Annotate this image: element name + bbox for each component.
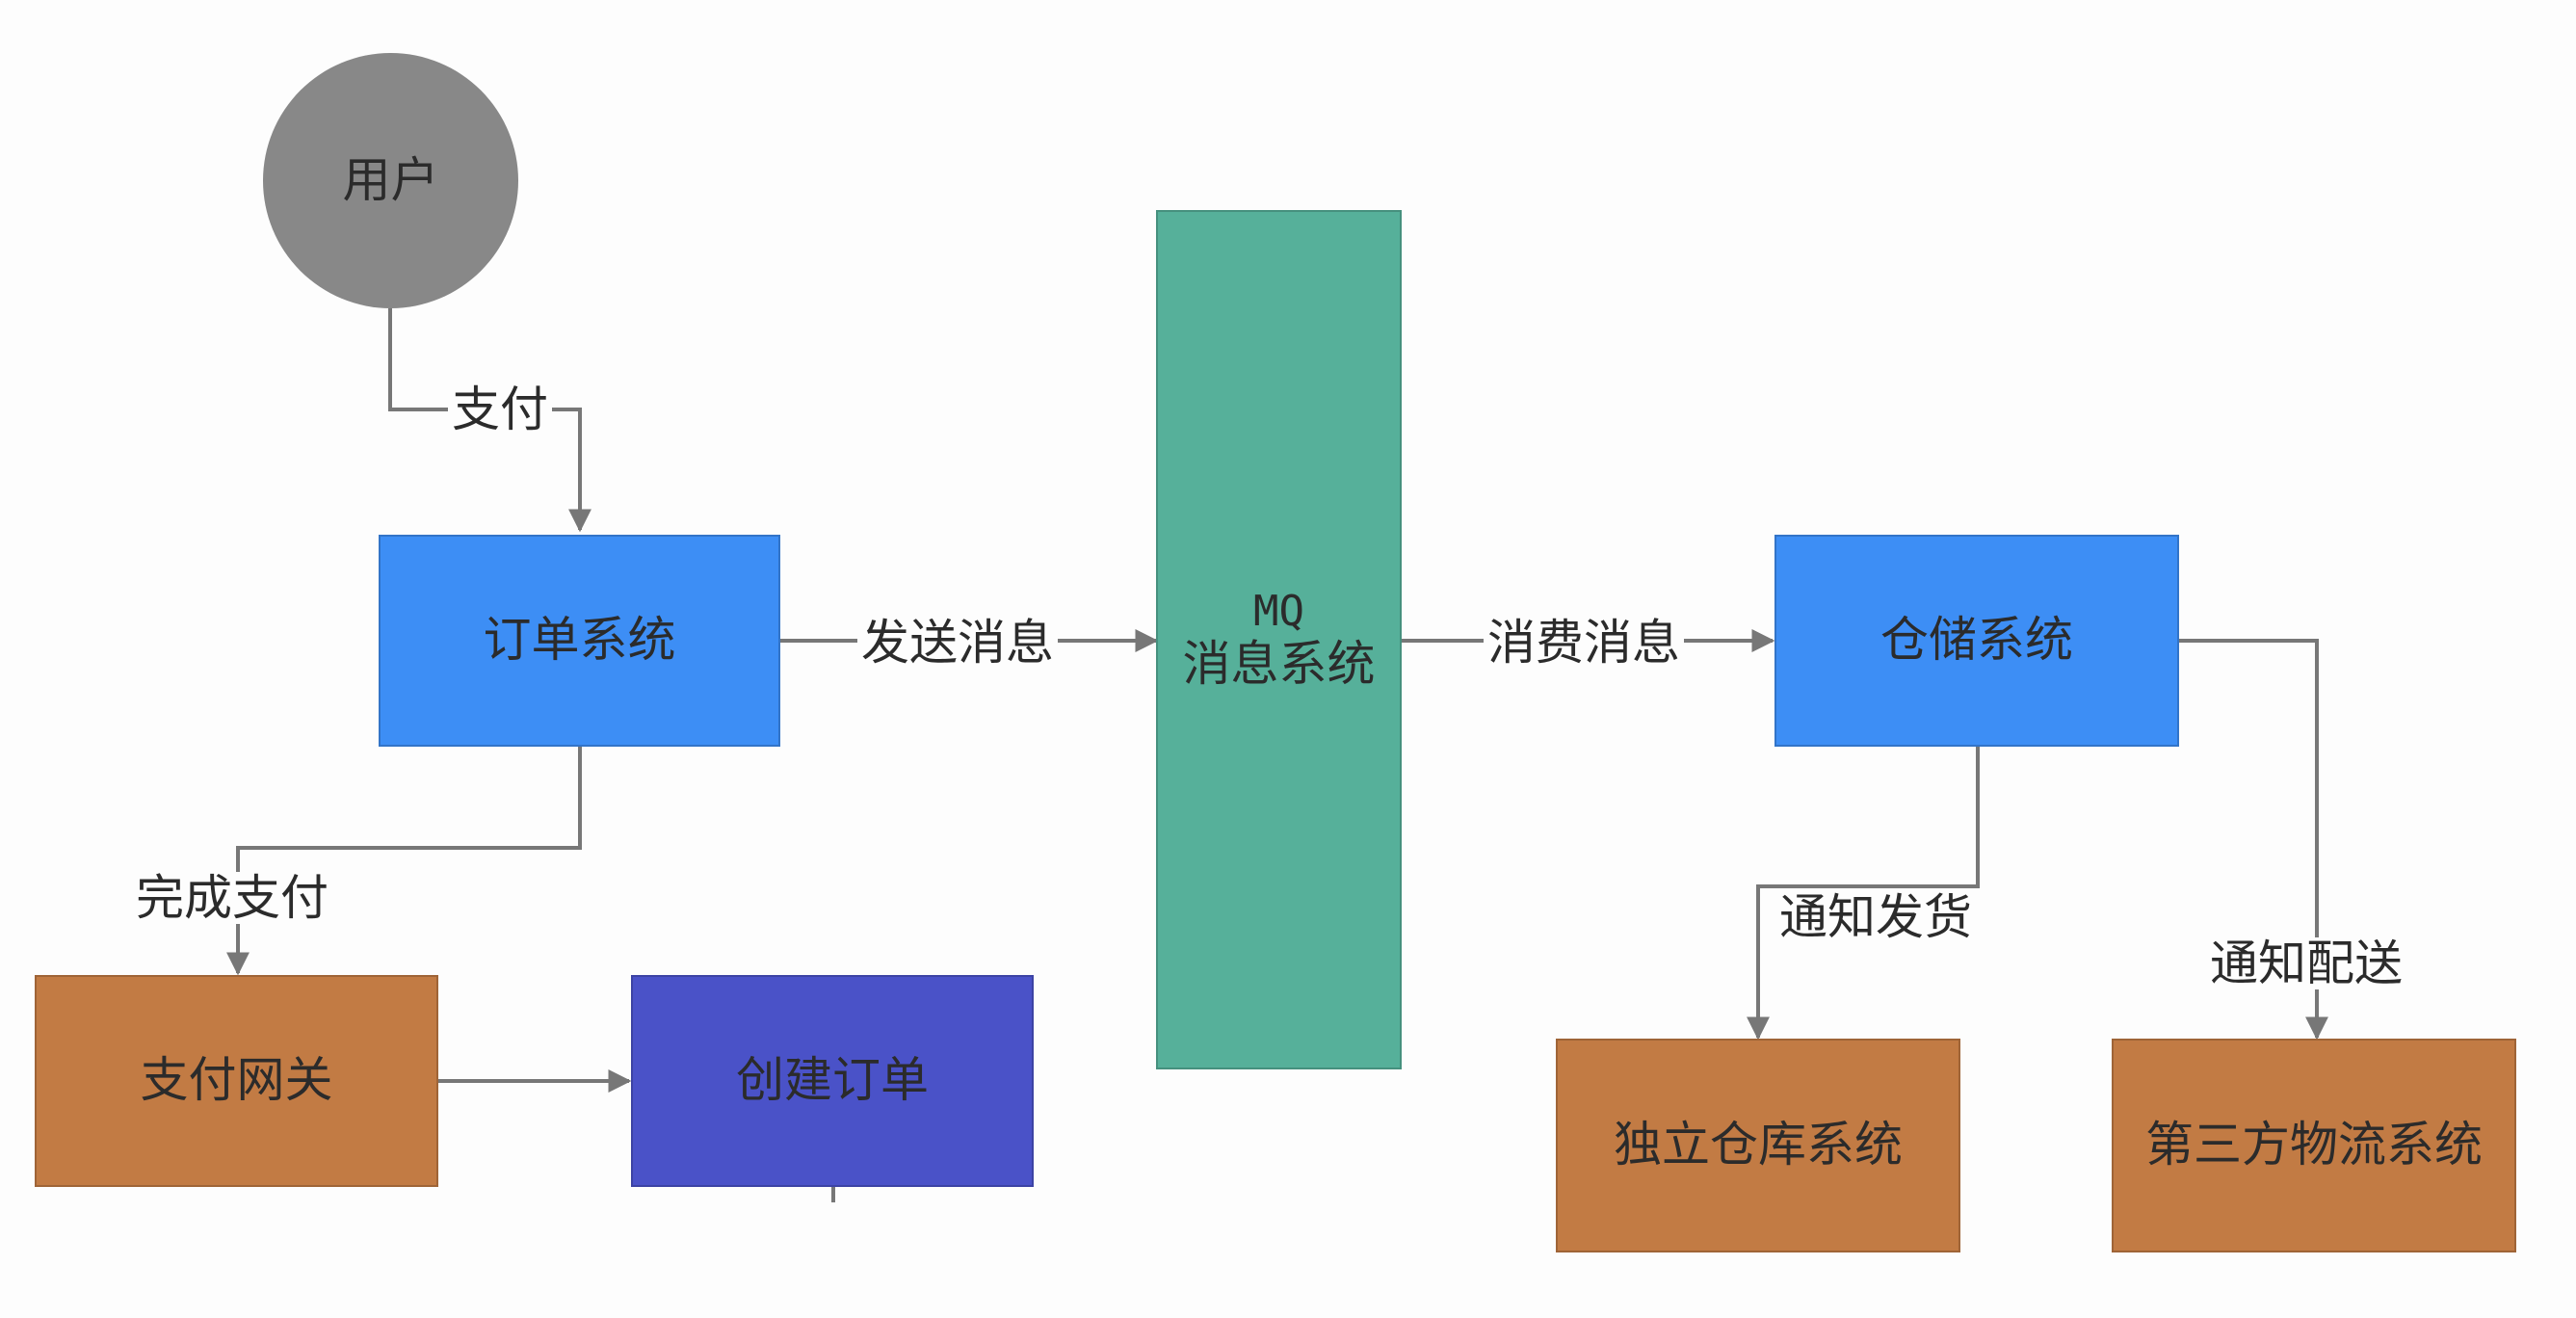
node-order-system: 订单系统 bbox=[379, 535, 780, 747]
edge-notify-delivery bbox=[2179, 639, 2328, 1041]
edge-label-notify-delivery: 通知配送 bbox=[2206, 937, 2406, 989]
node-third-party-logistics: 第三方物流系统 bbox=[2112, 1039, 2516, 1252]
node-payment-gateway-label: 支付网关 bbox=[140, 1052, 333, 1109]
node-third-party-logistics-label: 第三方物流系统 bbox=[2145, 1117, 2483, 1173]
node-payment-gateway: 支付网关 bbox=[35, 975, 438, 1187]
edge-label-consume-message: 消费消息 bbox=[1484, 617, 1684, 669]
node-user-label: 用户 bbox=[342, 151, 439, 208]
node-order-system-label: 订单系统 bbox=[483, 612, 676, 669]
edge-label-pay: 支付 bbox=[448, 383, 552, 435]
edge-complete-payment bbox=[226, 747, 582, 976]
edge-label-notify-shipping: 通知发货 bbox=[1775, 891, 1976, 943]
node-independent-warehouse-label: 独立仓库系统 bbox=[1614, 1117, 1903, 1173]
edge-label-complete-payment: 完成支付 bbox=[132, 872, 332, 924]
node-mq-system: MQ 消息系统 bbox=[1156, 210, 1402, 1069]
node-create-order-label: 创建订单 bbox=[736, 1052, 929, 1109]
node-warehouse-system: 仓储系统 bbox=[1774, 535, 2179, 747]
edge-notify-shipping bbox=[1747, 747, 1980, 1041]
edge-label-send-message: 发送消息 bbox=[857, 617, 1058, 669]
node-mq-label-line2: 消息系统 bbox=[1182, 635, 1376, 692]
node-user: 用户 bbox=[263, 53, 518, 308]
node-mq-label-line1: MQ bbox=[1253, 586, 1304, 636]
node-independent-warehouse: 独立仓库系统 bbox=[1556, 1039, 1960, 1252]
node-create-order: 创建订单 bbox=[631, 975, 1034, 1187]
node-warehouse-system-label: 仓储系统 bbox=[1880, 612, 2073, 669]
